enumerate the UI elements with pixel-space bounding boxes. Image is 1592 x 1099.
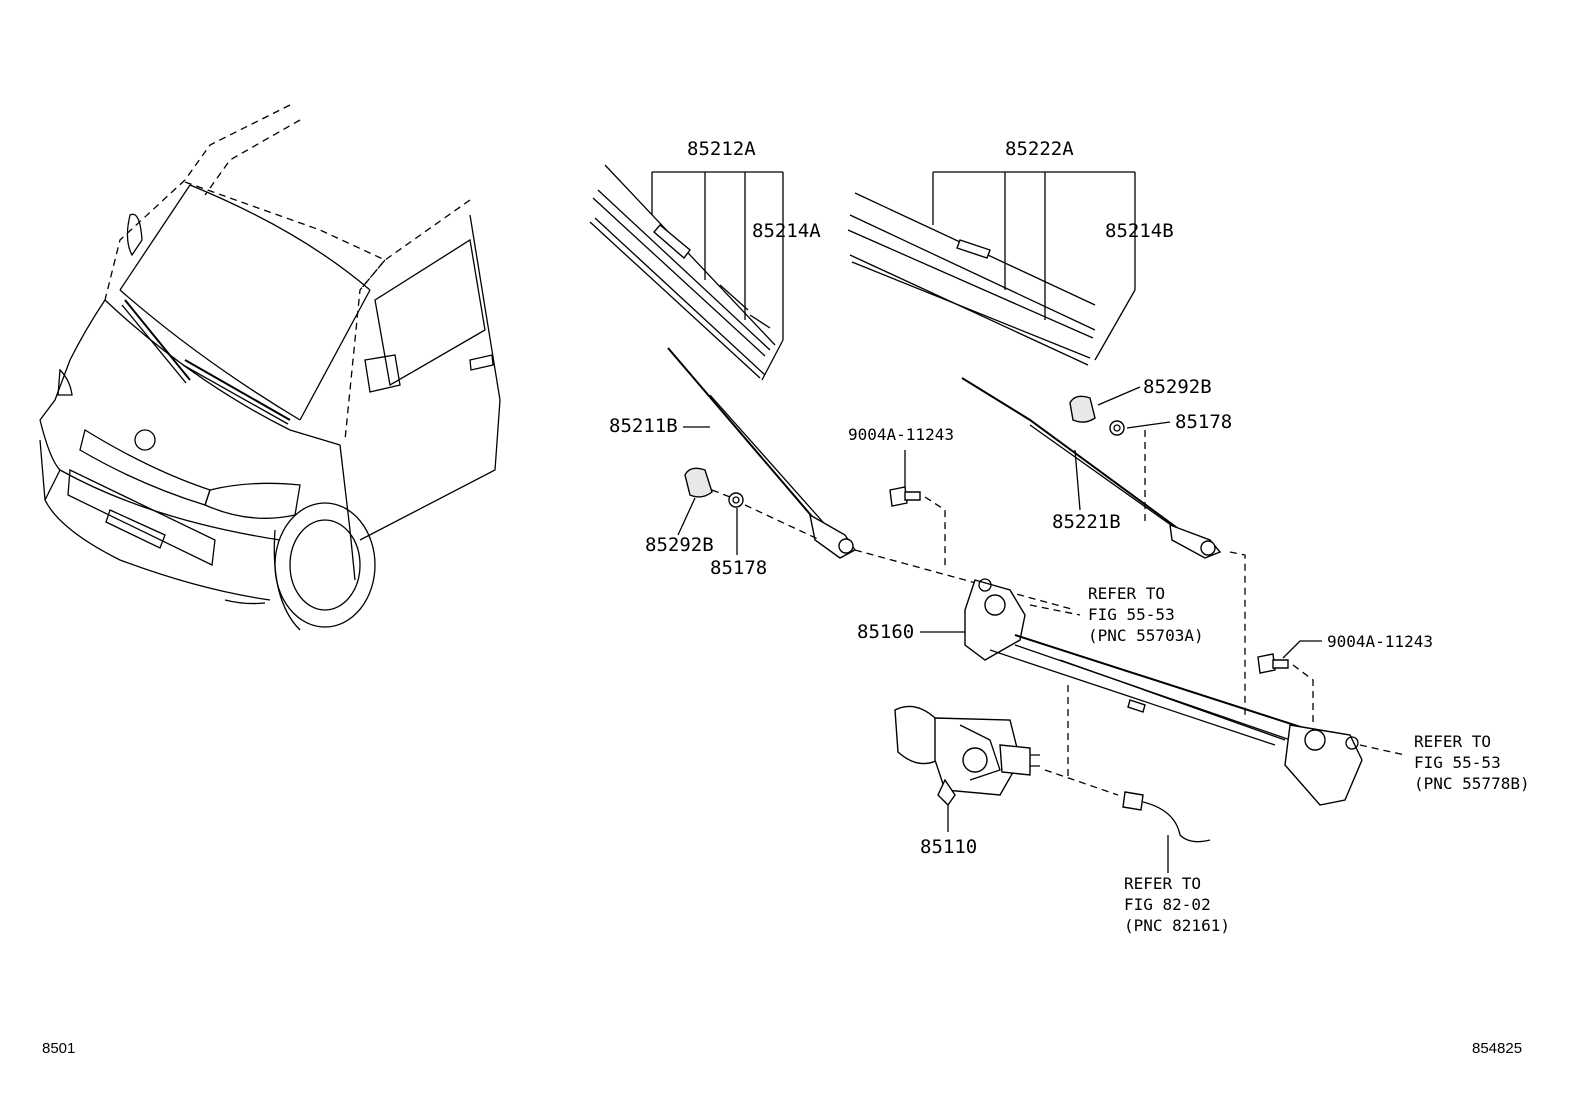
ref-link-right-line1: REFER TO [1414,732,1491,751]
left-arm-dash [854,549,1076,611]
wiper-motor [894,685,1119,807]
ref-link-right-line3: (PNC 55778B) [1414,774,1530,793]
right-arm-dash [1229,551,1246,720]
left-blade-leaders [651,171,784,381]
right-blade-leaders [932,171,1136,361]
label-motor: 85110 [920,836,977,858]
label-nut-left: 85178 [710,557,767,579]
leader-cap-right [1097,386,1141,406]
label-bolt-left: 9004A-11243 [848,425,954,444]
ref-link-left-line3: (PNC 55703A) [1088,626,1204,645]
label-blade-left: 85212A [687,138,756,160]
right-wiper-arm [961,377,1222,559]
wiper-link-assembly [964,578,1406,806]
reference-note-link-right: REFER TO FIG 55-53 (PNC 55778B) [1414,732,1530,793]
right-cap-and-nut [1069,395,1146,525]
motor-connector [1122,791,1211,843]
ref-motor-line3: (PNC 82161) [1124,916,1230,935]
leader-arm-right [1074,449,1081,511]
van-illustration [39,104,501,631]
label-link: 85160 [857,621,914,643]
leader-cap-left [677,497,696,536]
leader-nut-right [1126,421,1171,429]
label-cap-right: 85292B [1143,376,1212,398]
label-nut-right: 85178 [1175,411,1232,433]
ref-motor-line1: REFER TO [1124,874,1201,893]
label-bolt-right: 9004A-11243 [1327,632,1433,651]
label-insert-left: 85214A [752,220,821,242]
right-bolt [1257,653,1314,725]
ref-link-right-line2: FIG 55-53 [1414,753,1501,772]
footer-left-code: 8501 [42,1040,75,1057]
label-blade-right: 85222A [1005,138,1074,160]
left-wiper-arm [667,347,857,559]
ref-link-left-line2: FIG 55-53 [1088,605,1175,624]
label-cap-left: 85292B [645,534,714,556]
reference-note-link-left: REFER TO FIG 55-53 (PNC 55703A) [1088,584,1204,645]
reference-note-motor: REFER TO FIG 82-02 (PNC 82161) [1124,835,1230,935]
footer-right-code: 854825 [1472,1040,1522,1057]
part-labels: 85212A 85214A 85222A 85214B 85211B 85221… [609,138,1433,858]
left-bolt [889,486,946,570]
label-arm-right: 85221B [1052,511,1121,533]
ref-motor-line2: FIG 82-02 [1124,895,1211,914]
label-arm-left: 85211B [609,415,678,437]
right-wiper-blade [847,192,1096,366]
left-cap-and-nut [684,467,821,541]
ref-link-left-line1: REFER TO [1088,584,1165,603]
leader-bolt-right [1282,640,1322,659]
label-insert-right: 85214B [1105,220,1174,242]
left-wiper-blade [589,164,776,379]
